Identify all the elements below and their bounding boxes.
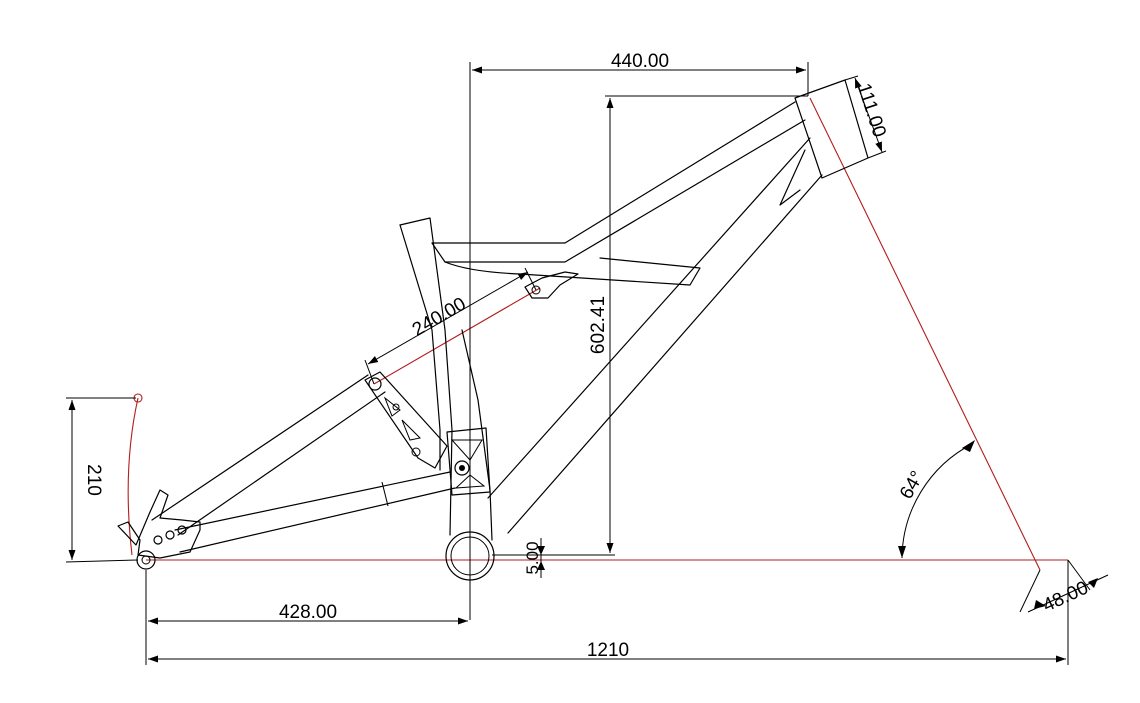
label-1210: 1210 [587,640,629,661]
rear-triangle [117,371,456,570]
label-428: 428.00 [279,602,337,623]
chain-stay-lower [179,487,456,553]
seat-tube-rear [461,329,493,541]
seat-tube-right [399,224,441,471]
top-tube-lower [431,119,806,263]
steering-axis-line [809,97,1041,571]
rocker-upper-pivot [368,377,382,391]
ext-head-2 [867,150,887,159]
down-tube-upper [487,137,811,499]
shock-mount-bolt [531,285,541,295]
chain-stay-joint [381,481,389,507]
label-64: 64° [896,468,929,503]
down-tube-gusset [779,149,806,206]
label-5: 5.00 [523,541,542,574]
rear-travel-arc [127,397,139,556]
top-tube-brace [444,257,701,286]
chain-stay-upper [174,471,451,531]
ext-210-bottom [65,559,139,563]
seat-stay-lower [177,391,386,536]
dropout-hole-2 [165,530,175,540]
label-440: 440.00 [611,51,669,72]
rocker-link [364,371,448,469]
dim-angle-arrow-top [962,440,975,452]
dim-head-angle-arc [901,443,973,559]
ext-shock-2 [524,267,537,291]
dim-48-arrow-right [1088,578,1098,588]
ext-48-a [1019,569,1041,613]
dim-5-arrow-top [537,546,545,555]
dim-5-arrow-bottom [537,561,545,570]
label-111: 111.00 [853,81,890,140]
rear-axle-inner [141,555,151,565]
dropout-hole-1 [153,535,163,545]
ext-shock-1 [364,359,375,385]
dim-240 [367,271,529,365]
main-pivot-center [459,465,465,471]
label-602: 602.41 [588,296,609,354]
dimension-lines [65,62,1109,665]
rocker-bolt [392,403,400,411]
seat-tube-left [399,217,453,536]
rocker-lower-pivot [411,447,421,457]
main-pivot-bolt [454,460,470,476]
down-tube-lower [507,174,823,534]
label-210: 210 [83,464,104,496]
label-48: 48.00 [1040,577,1092,616]
dimension-labels: 440.00 602.41 111.00 240.00 210 5.00 428… [83,51,1092,661]
dim-48-arrow-left [1034,600,1046,609]
seat-stay-upper [151,374,369,521]
top-tube-upper [431,101,796,244]
main-pivot-plate [446,427,491,496]
rocker-cutouts [383,396,422,441]
shock-mount-tab [524,271,579,299]
dim-111 [854,77,883,153]
ext-head-1 [844,75,859,81]
rear-dropout [117,489,201,559]
dropout-hole-3 [177,525,187,535]
dim-angle-arrow-bottom [898,546,906,558]
